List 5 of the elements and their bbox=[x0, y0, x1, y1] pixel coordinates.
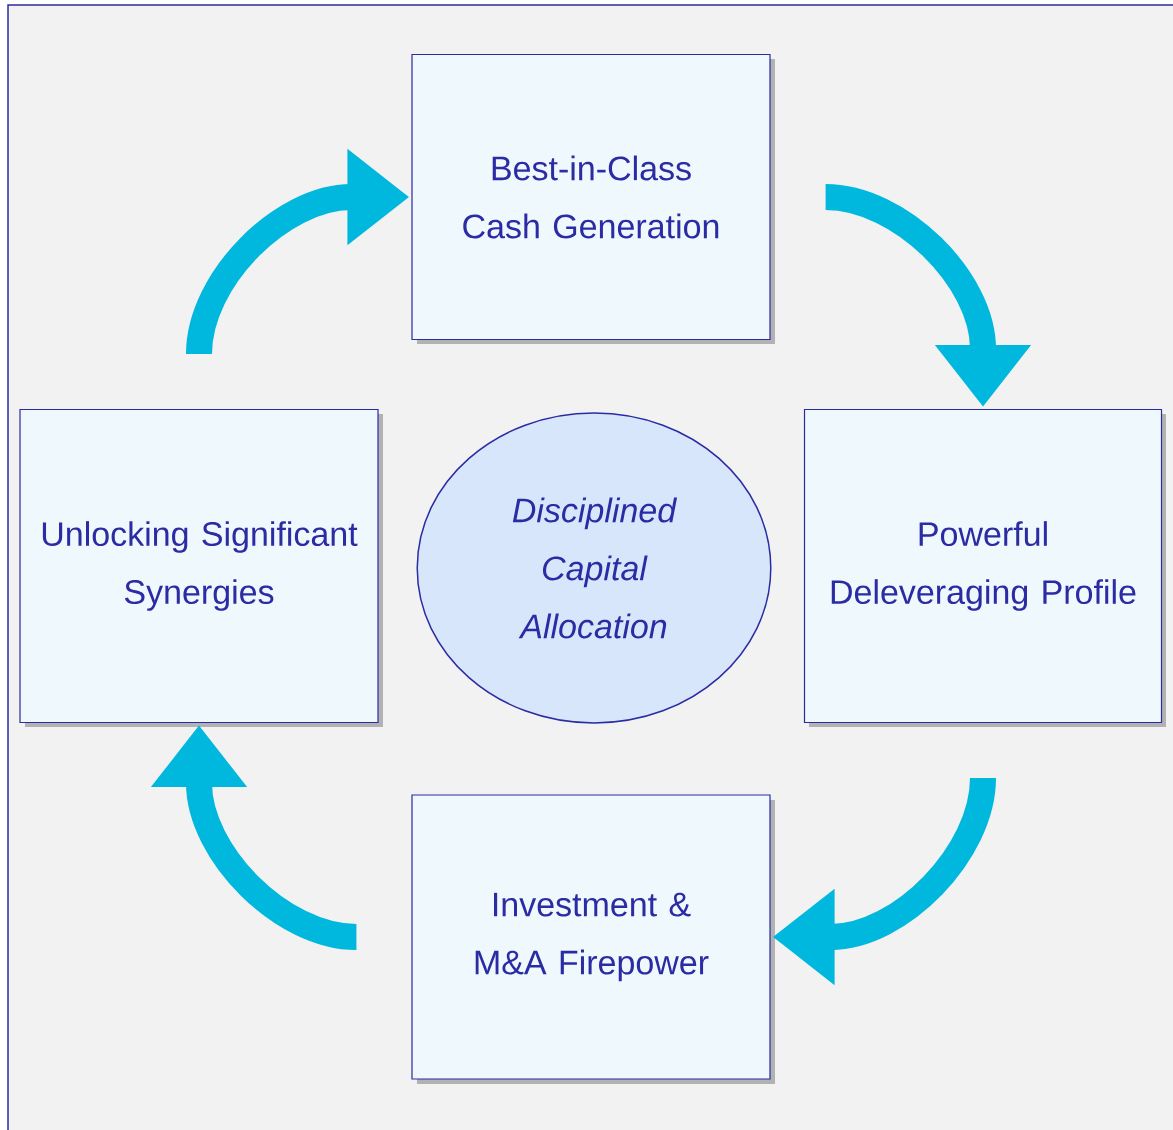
process-box: Best-in-Class Cash Generation bbox=[411, 53, 775, 344]
process-box: Investment & M&A Firepower bbox=[411, 794, 775, 1084]
process-box: Powerful Deleveraging Profile bbox=[803, 408, 1166, 727]
center-oval: Disciplined Capital Allocation bbox=[416, 412, 772, 724]
process-box: Unlocking Significant Synergies bbox=[19, 408, 383, 727]
